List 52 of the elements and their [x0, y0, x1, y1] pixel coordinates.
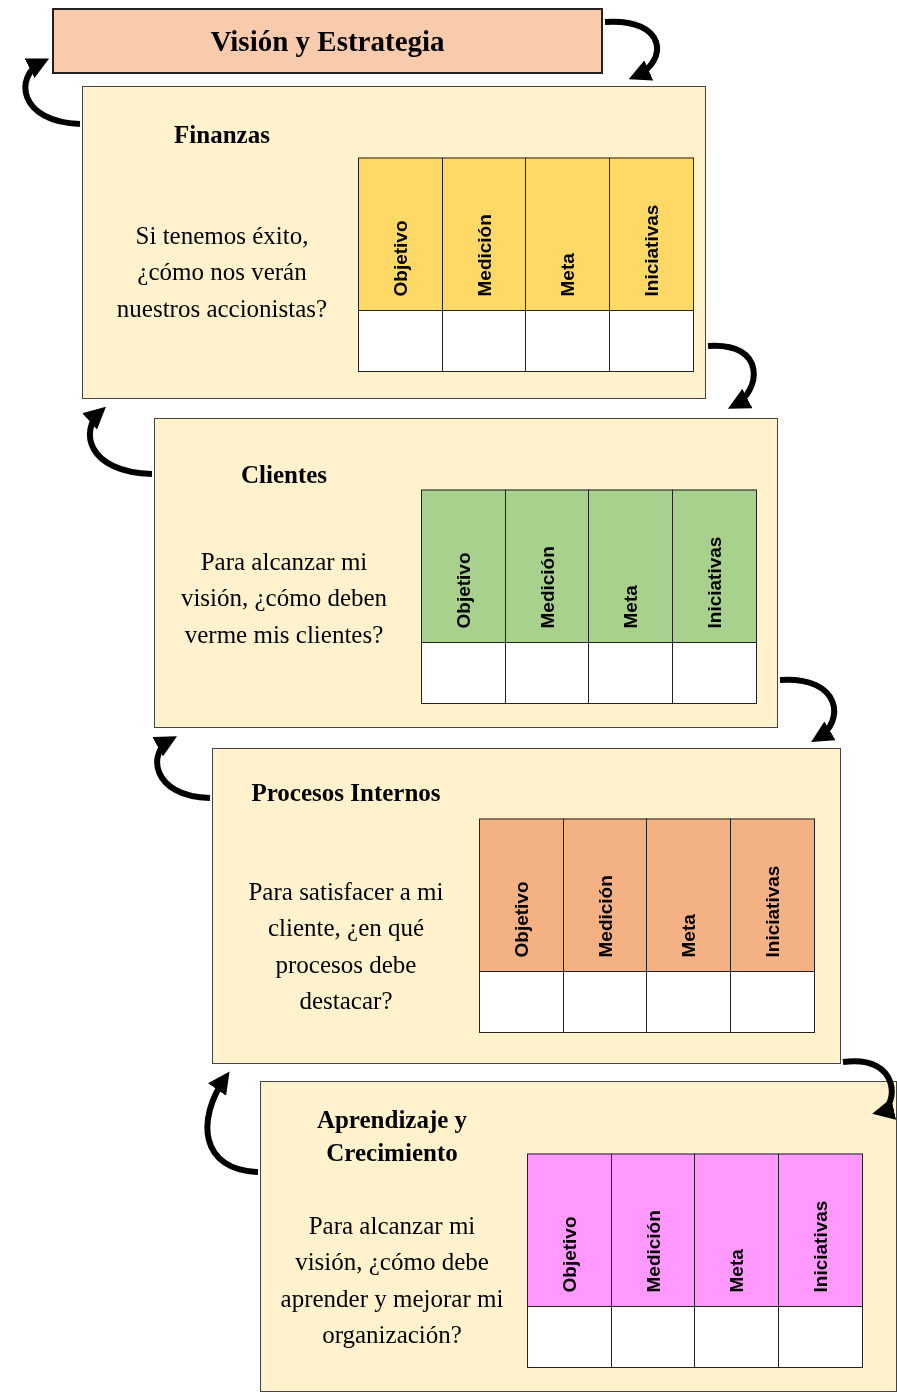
column-header: Objetivo — [421, 490, 506, 644]
column-header: Iniciativas — [777, 1154, 863, 1308]
table-cell — [479, 971, 564, 1033]
curved-arrow — [780, 677, 837, 743]
column-header: Medición — [441, 158, 527, 312]
table-cell — [777, 1306, 863, 1368]
column-header: Meta — [646, 819, 731, 973]
table-cell — [527, 1306, 612, 1368]
column-header: Objetivo — [527, 1154, 612, 1308]
panel-heading: Aprendizaje y Crecimiento — [315, 1105, 469, 1168]
column-header: Iniciativas — [729, 819, 815, 973]
table-cell — [694, 1306, 779, 1368]
question-text: Para alcanzar mi visión, ¿cómo deben verme mis clientes? — [179, 547, 389, 650]
column-header: Objetivo — [479, 819, 564, 973]
column-header: Meta — [694, 1154, 779, 1308]
table-cell — [562, 971, 648, 1033]
table-cell — [671, 642, 757, 704]
table-cell — [525, 310, 610, 372]
perspective-panel — [212, 748, 841, 1064]
panel-heading: Clientes — [239, 460, 329, 490]
column-header: Medición — [504, 490, 590, 644]
curved-arrow — [605, 18, 660, 80]
perspective-panel — [260, 1081, 897, 1392]
panel-heading: Finanzas — [173, 120, 271, 150]
table-cell — [729, 971, 815, 1033]
column-header: Iniciativas — [608, 158, 694, 312]
column-header: Meta — [525, 158, 610, 312]
question-text: Para satisfacer a mi cliente, ¿en qué procesos debe destacar? — [247, 877, 445, 1016]
column-header: Meta — [588, 490, 673, 644]
column-header: Medición — [610, 1154, 696, 1308]
table-cell — [358, 310, 443, 372]
curved-arrow — [152, 735, 211, 801]
table-cell — [588, 642, 673, 704]
table-cell — [610, 1306, 696, 1368]
table-cell — [608, 310, 694, 372]
curved-arrow — [22, 57, 81, 127]
perspective-panel — [82, 86, 706, 399]
question-text: Si tenemos éxito, ¿cómo nos verán nuestros accionistas? — [115, 221, 329, 324]
curved-arrow — [204, 1071, 259, 1175]
perspective-panel — [154, 418, 778, 728]
table-cell — [421, 642, 506, 704]
panel-heading: Procesos Internos — [250, 778, 442, 808]
column-header: Iniciativas — [671, 490, 757, 644]
vision-box: Visión y Estrategia — [52, 8, 603, 74]
table-cell — [504, 642, 590, 704]
curved-arrow — [707, 343, 757, 410]
table-cell — [646, 971, 731, 1033]
column-header: Medición — [562, 819, 648, 973]
table-cell — [441, 310, 527, 372]
question-text: Para alcanzar mi visión, ¿cómo debe aprender y mejorar mi organización? — [279, 1211, 505, 1350]
column-header: Objetivo — [358, 158, 443, 312]
curved-arrow — [82, 406, 153, 477]
